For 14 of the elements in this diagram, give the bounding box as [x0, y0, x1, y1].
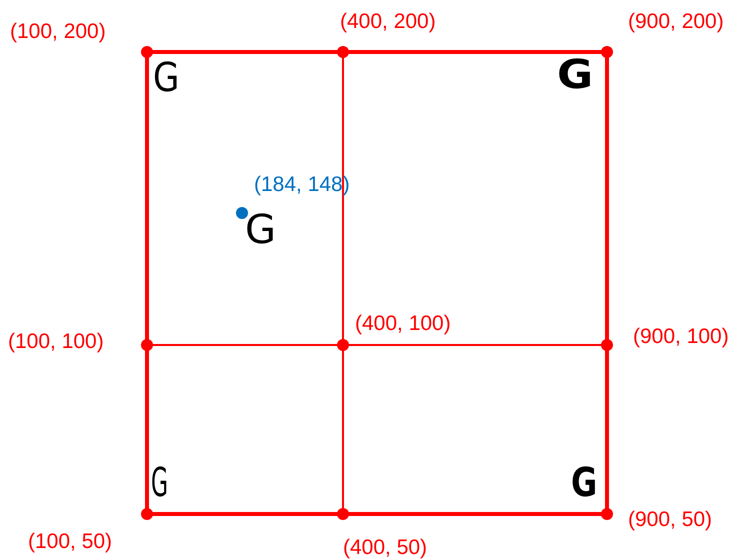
glyph-sample: G	[153, 58, 180, 98]
coordinate-label: (400, 200)	[340, 11, 436, 32]
coordinate-label: (400, 100)	[355, 313, 451, 334]
glyph-sample: G	[151, 463, 168, 503]
glyph-sample: G	[571, 463, 598, 503]
coordinate-label: (900, 200)	[628, 11, 724, 32]
coordinate-label: (100, 100)	[8, 331, 104, 352]
coordinate-label: (900, 100)	[633, 326, 729, 347]
coordinate-label: (100, 200)	[10, 21, 106, 42]
coordinate-label: (400, 50)	[343, 537, 428, 558]
coordinate-label: (100, 50)	[28, 531, 112, 552]
glyph-sample: G	[245, 210, 276, 250]
coordinate-label: (900, 50)	[628, 509, 712, 530]
glyph-sample: G	[557, 55, 594, 95]
